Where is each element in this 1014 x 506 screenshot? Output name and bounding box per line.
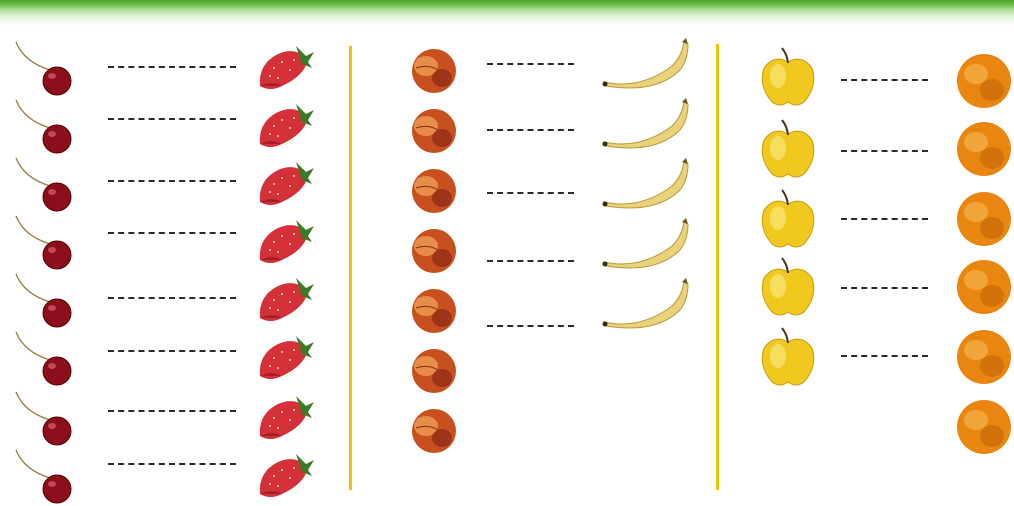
matching-dashed-line xyxy=(108,297,236,299)
cherry-icon xyxy=(10,156,70,214)
matching-dashed-line xyxy=(841,218,928,220)
strawberry-icon xyxy=(252,98,318,152)
matching-dashed-line xyxy=(841,355,928,357)
banana-icon xyxy=(600,98,690,154)
banana-icon xyxy=(600,38,690,94)
banana-icon xyxy=(600,218,690,274)
cherry-icon xyxy=(10,40,70,98)
matching-dashed-line xyxy=(487,325,574,327)
cherry-icon xyxy=(10,214,70,272)
matching-dashed-line xyxy=(487,260,574,262)
peach-icon xyxy=(408,226,460,276)
banana-icon xyxy=(600,158,690,214)
peach-icon xyxy=(408,346,460,396)
matching-dashed-line xyxy=(841,287,928,289)
strawberry-icon xyxy=(252,214,318,268)
banana-icon xyxy=(600,278,690,334)
orange-icon xyxy=(952,52,1012,110)
matching-dashed-line xyxy=(487,63,574,65)
cherry-icon xyxy=(10,448,70,506)
matching-dashed-line xyxy=(108,463,236,465)
matching-dashed-line xyxy=(841,79,928,81)
apple-icon xyxy=(758,118,818,180)
matching-dashed-line xyxy=(108,232,236,234)
peach-icon xyxy=(408,106,460,156)
cherry-icon xyxy=(10,272,70,330)
matching-dashed-line xyxy=(108,180,236,182)
matching-dashed-line xyxy=(487,129,574,131)
orange-icon xyxy=(952,258,1012,316)
peach-icon xyxy=(408,46,460,96)
cherry-icon xyxy=(10,330,70,388)
column-divider-2 xyxy=(716,44,719,490)
apple-icon xyxy=(758,188,818,250)
strawberry-icon xyxy=(252,330,318,384)
matching-dashed-line xyxy=(108,350,236,352)
orange-icon xyxy=(952,190,1012,248)
matching-dashed-line xyxy=(108,66,236,68)
top-banner xyxy=(0,0,1014,26)
orange-icon xyxy=(952,120,1012,178)
strawberry-icon xyxy=(252,390,318,444)
matching-dashed-line xyxy=(108,118,236,120)
strawberry-icon xyxy=(252,40,318,94)
matching-dashed-line xyxy=(841,150,928,152)
strawberry-icon xyxy=(252,156,318,210)
apple-icon xyxy=(758,326,818,388)
column-divider-1 xyxy=(349,46,352,490)
peach-icon xyxy=(408,166,460,216)
apple-icon xyxy=(758,46,818,108)
strawberry-icon xyxy=(252,448,318,502)
matching-dashed-line xyxy=(487,192,574,194)
orange-icon xyxy=(952,398,1012,456)
cherry-icon xyxy=(10,390,70,448)
peach-icon xyxy=(408,286,460,336)
peach-icon xyxy=(408,406,460,456)
cherry-icon xyxy=(10,98,70,156)
strawberry-icon xyxy=(252,272,318,326)
orange-icon xyxy=(952,328,1012,386)
matching-dashed-line xyxy=(108,410,236,412)
apple-icon xyxy=(758,256,818,318)
